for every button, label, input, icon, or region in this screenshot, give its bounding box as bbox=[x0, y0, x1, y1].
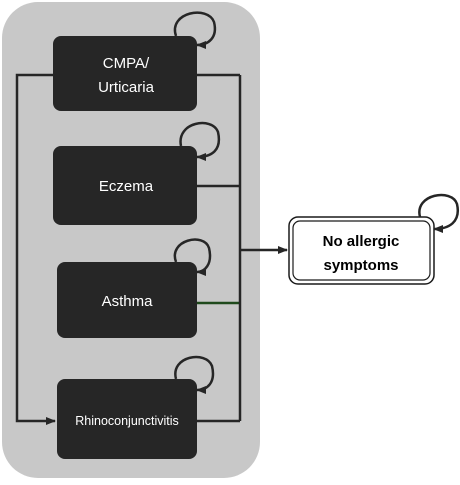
state-label: Eczema bbox=[99, 178, 154, 195]
self-loop-arrow bbox=[173, 11, 217, 49]
state-label: Asthma bbox=[102, 293, 154, 310]
outcome-label-line2: symptoms bbox=[323, 257, 398, 274]
self-loop-arrow bbox=[418, 193, 460, 233]
outcome-box-inner bbox=[292, 220, 431, 281]
state-label-line2: Urticaria bbox=[98, 79, 154, 96]
state-label-line1: CMPA/ bbox=[103, 55, 150, 72]
state-cmpa-urticaria: CMPA/ Urticaria bbox=[53, 11, 217, 111]
outcome-label-line1: No allergic bbox=[323, 233, 400, 250]
state-box bbox=[53, 36, 197, 111]
state-rhinoconjunctivitis: Rhinoconjunctivitis bbox=[57, 355, 215, 459]
state-box bbox=[57, 379, 197, 459]
state-eczema: Eczema bbox=[53, 121, 221, 225]
state-label: Rhinoconjunctivitis bbox=[75, 414, 179, 428]
state-no-allergic-symptoms: No allergic symptoms bbox=[288, 193, 460, 285]
self-loop-arrow bbox=[179, 121, 221, 161]
state-asthma: Asthma bbox=[57, 238, 212, 338]
cmpa-to-rhino-arrow bbox=[15, 73, 56, 425]
outcome-box-outer bbox=[288, 216, 435, 285]
state-box bbox=[57, 262, 197, 338]
self-loop-arrow bbox=[173, 238, 212, 276]
self-loop-arrow bbox=[174, 355, 215, 394]
state-group-panel bbox=[2, 2, 260, 478]
state-box bbox=[53, 146, 197, 225]
